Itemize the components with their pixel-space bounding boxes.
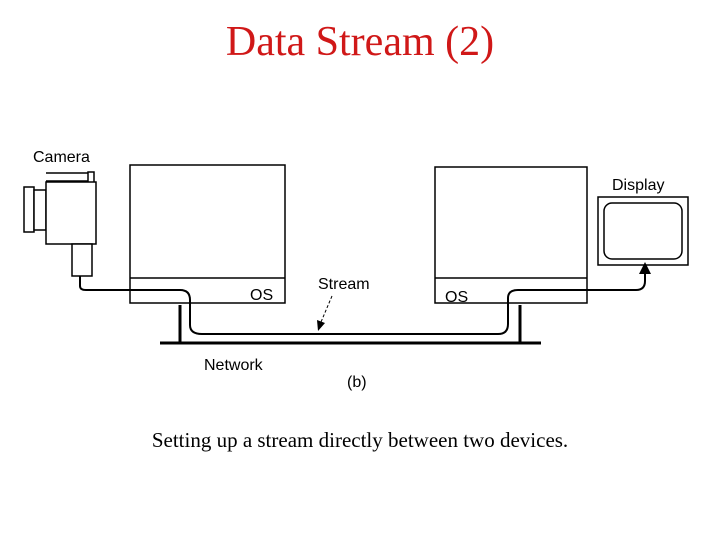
stream-pointer xyxy=(320,295,333,323)
display-icon xyxy=(597,196,689,266)
os-left-label: OS xyxy=(250,287,273,304)
camera-label: Camera xyxy=(33,149,90,166)
network-bus xyxy=(160,305,541,345)
right-computer xyxy=(434,166,588,304)
camera-icon xyxy=(23,171,97,277)
stream-arrowhead xyxy=(639,262,651,274)
os-right-label: OS xyxy=(445,289,468,306)
display-label: Display xyxy=(612,177,664,194)
stream-label: Stream xyxy=(318,276,370,293)
network-label: Network xyxy=(204,357,264,374)
caption: Setting up a stream directly between two… xyxy=(151,428,569,452)
slide-title: Data Stream (2) xyxy=(225,19,495,65)
stream-path xyxy=(79,270,646,335)
sub-label: (b) xyxy=(347,374,367,391)
left-computer xyxy=(129,164,286,304)
stream-pointer-arrowhead xyxy=(317,320,325,331)
